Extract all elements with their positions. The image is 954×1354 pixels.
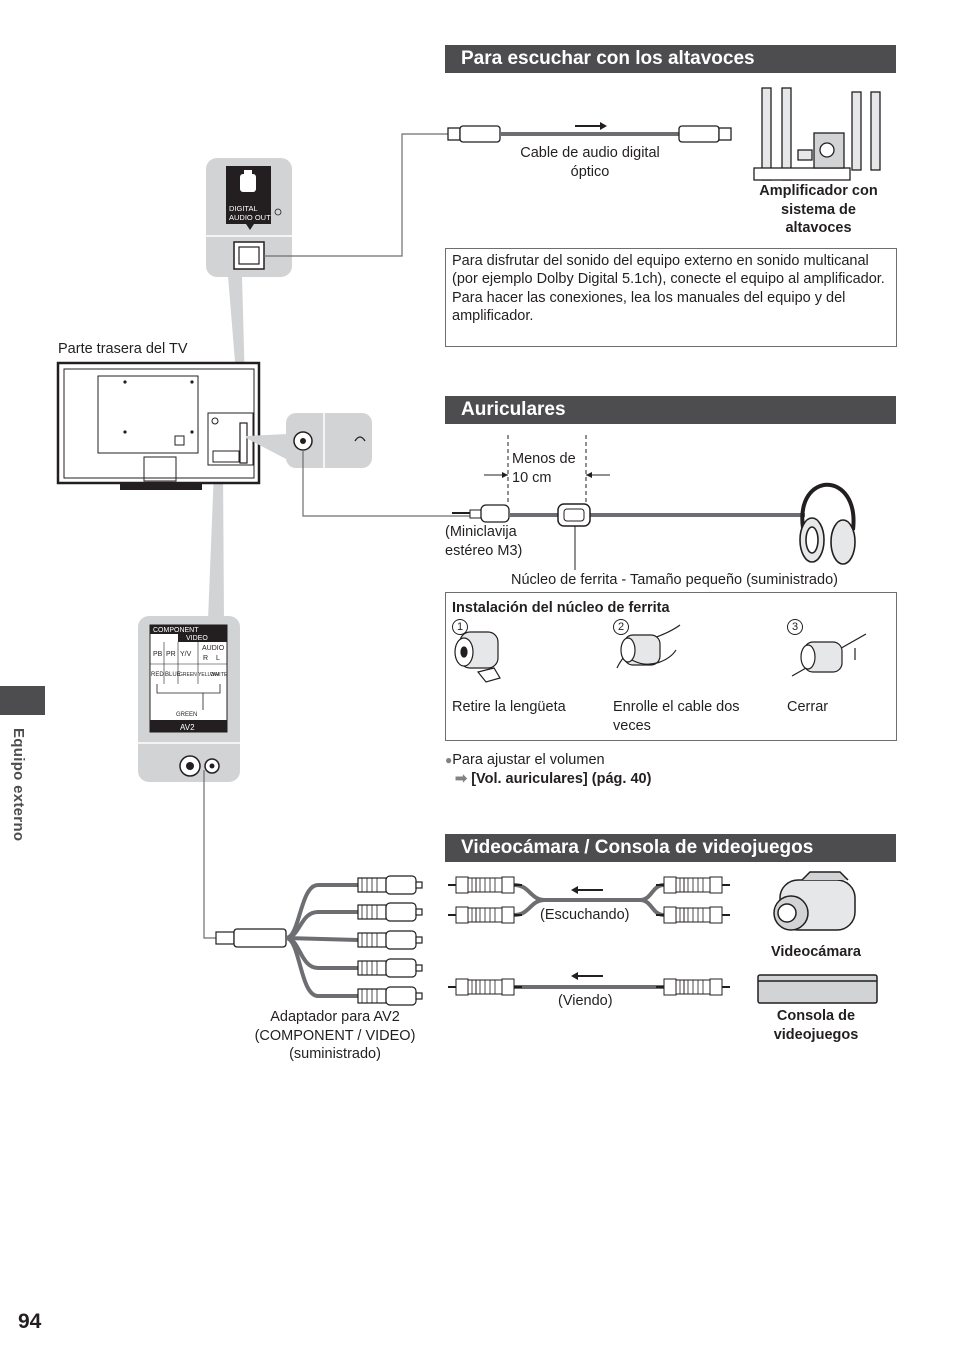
viewing-label: (Viendo)	[558, 993, 613, 1009]
adapter-socket	[357, 986, 423, 1006]
panel-green-label: GREEN	[176, 712, 197, 718]
tv-rear-label: Parte trasera del TV	[58, 341, 188, 357]
digital-audio-out-label-1: DIGITAL	[229, 204, 258, 213]
bullet-icon: ●	[445, 753, 453, 767]
listening-label: (Escuchando)	[540, 907, 630, 923]
volume-ref-text[interactable]: [Vol. auriculares] (pág. 40)	[471, 771, 652, 787]
distance-label: Menos de 10 cm	[512, 451, 576, 486]
game-console-icon	[757, 974, 878, 1004]
ferrite-install-title: Instalación del núcleo de ferrita	[452, 600, 670, 616]
ferrite-step-2-illustration	[616, 624, 681, 669]
amplifier-label: Amplificador con sistema de altavoces	[759, 183, 878, 236]
adapter-socket	[357, 930, 423, 950]
speaker-system-icon	[753, 87, 881, 181]
panel-audio-label: AUDIO	[202, 645, 225, 652]
volume-ref[interactable]: ➡ [Vol. auriculares] (pág. 40)	[455, 770, 651, 789]
step-3-number: 3	[787, 619, 803, 635]
panel-red-label: RED	[151, 672, 164, 678]
headphone-jack-panel	[246, 413, 372, 468]
speakers-note-box: Para disfrutar del sonido del equipo ext…	[445, 248, 897, 347]
rca-plug	[683, 978, 730, 996]
rca-plug	[683, 906, 730, 924]
ferrite-step-3-illustration	[791, 633, 867, 677]
av2-adapter	[215, 883, 359, 998]
panel-blue-label: BLUE	[165, 672, 181, 678]
section-title-video: Videocámara / Consola de videojuegos	[445, 834, 896, 862]
ferrite-core-label: Núcleo de ferrita - Tamaño pequeño (sumi…	[511, 572, 838, 588]
page-number: 94	[18, 1310, 42, 1333]
rca-plug	[475, 906, 522, 924]
camcorder-label: Videocámara	[770, 944, 861, 960]
adapter-socket	[357, 902, 423, 922]
panel-green-yellow-label: GREEN YELLOW	[179, 672, 219, 678]
step-2-label: Enrolle el cable dos veces	[613, 699, 740, 734]
panel-av2-label: AV2	[180, 723, 195, 732]
sidebar-tab	[0, 686, 45, 715]
step-1-number: 1	[452, 619, 468, 635]
adapter-sockets	[357, 875, 423, 1006]
adapter-label: Adaptador para AV2 (COMPONENT / VIDEO) (…	[254, 1009, 416, 1062]
digital-audio-out-label-2: AUDIO OUT	[229, 213, 271, 222]
rca-plug	[475, 978, 522, 996]
panel-video-label: VIDEO	[186, 635, 208, 642]
ferrite-install-box: Instalación del núcleo de ferrita 1 2 3 …	[445, 592, 897, 741]
sidebar-label: Equipo externo	[10, 728, 27, 842]
plug-label: (Miniclavija estéreo M3)	[445, 524, 523, 559]
rca-plug	[475, 876, 522, 894]
section-title-headphones: Auriculares	[445, 396, 896, 424]
tv-rear-illustration	[56, 361, 261, 490]
headphone-cable-route	[302, 450, 478, 517]
step-3-label: Cerrar	[787, 699, 829, 715]
panel-r-label: R	[203, 655, 208, 662]
camcorder-icon	[773, 871, 856, 931]
panel-l-label: L	[216, 655, 220, 662]
rca-plug	[683, 876, 730, 894]
panel-white-label: WHITE	[210, 672, 228, 678]
speakers-note-text: Para disfrutar del sonido del equipo ext…	[452, 253, 885, 324]
panel-pr-label: PR	[166, 651, 176, 658]
volume-note: ●Para ajustar el volumen	[445, 751, 605, 770]
panel-yv-label: Y/V	[180, 651, 192, 658]
arrow-right-icon: ➡	[455, 771, 468, 787]
panel-pb-label: PB	[153, 651, 163, 658]
headphones-icon	[799, 482, 856, 565]
volume-note-text: Para ajustar el volumen	[452, 752, 605, 768]
rca-cables	[448, 876, 730, 996]
section-title-speakers: Para escuchar con los altavoces	[445, 45, 896, 73]
headphone-cable	[452, 435, 805, 570]
optical-cable-label: Cable de audio digital óptico	[520, 145, 660, 180]
optical-cable-route	[264, 133, 448, 257]
adapter-socket	[357, 875, 423, 895]
step-2-number: 2	[613, 619, 629, 635]
adapter-socket	[357, 958, 423, 978]
av2-cable-route	[203, 770, 216, 939]
panel-component-label: COMPONENT	[153, 627, 199, 634]
console-label: Consola de videojuegos	[773, 1008, 859, 1043]
ferrite-step-1-illustration	[454, 631, 501, 683]
digital-audio-out-panel	[206, 158, 292, 277]
optical-cable	[447, 122, 732, 143]
av2-panel	[138, 616, 240, 782]
step-1-label: Retire la lengüeta	[452, 699, 566, 715]
